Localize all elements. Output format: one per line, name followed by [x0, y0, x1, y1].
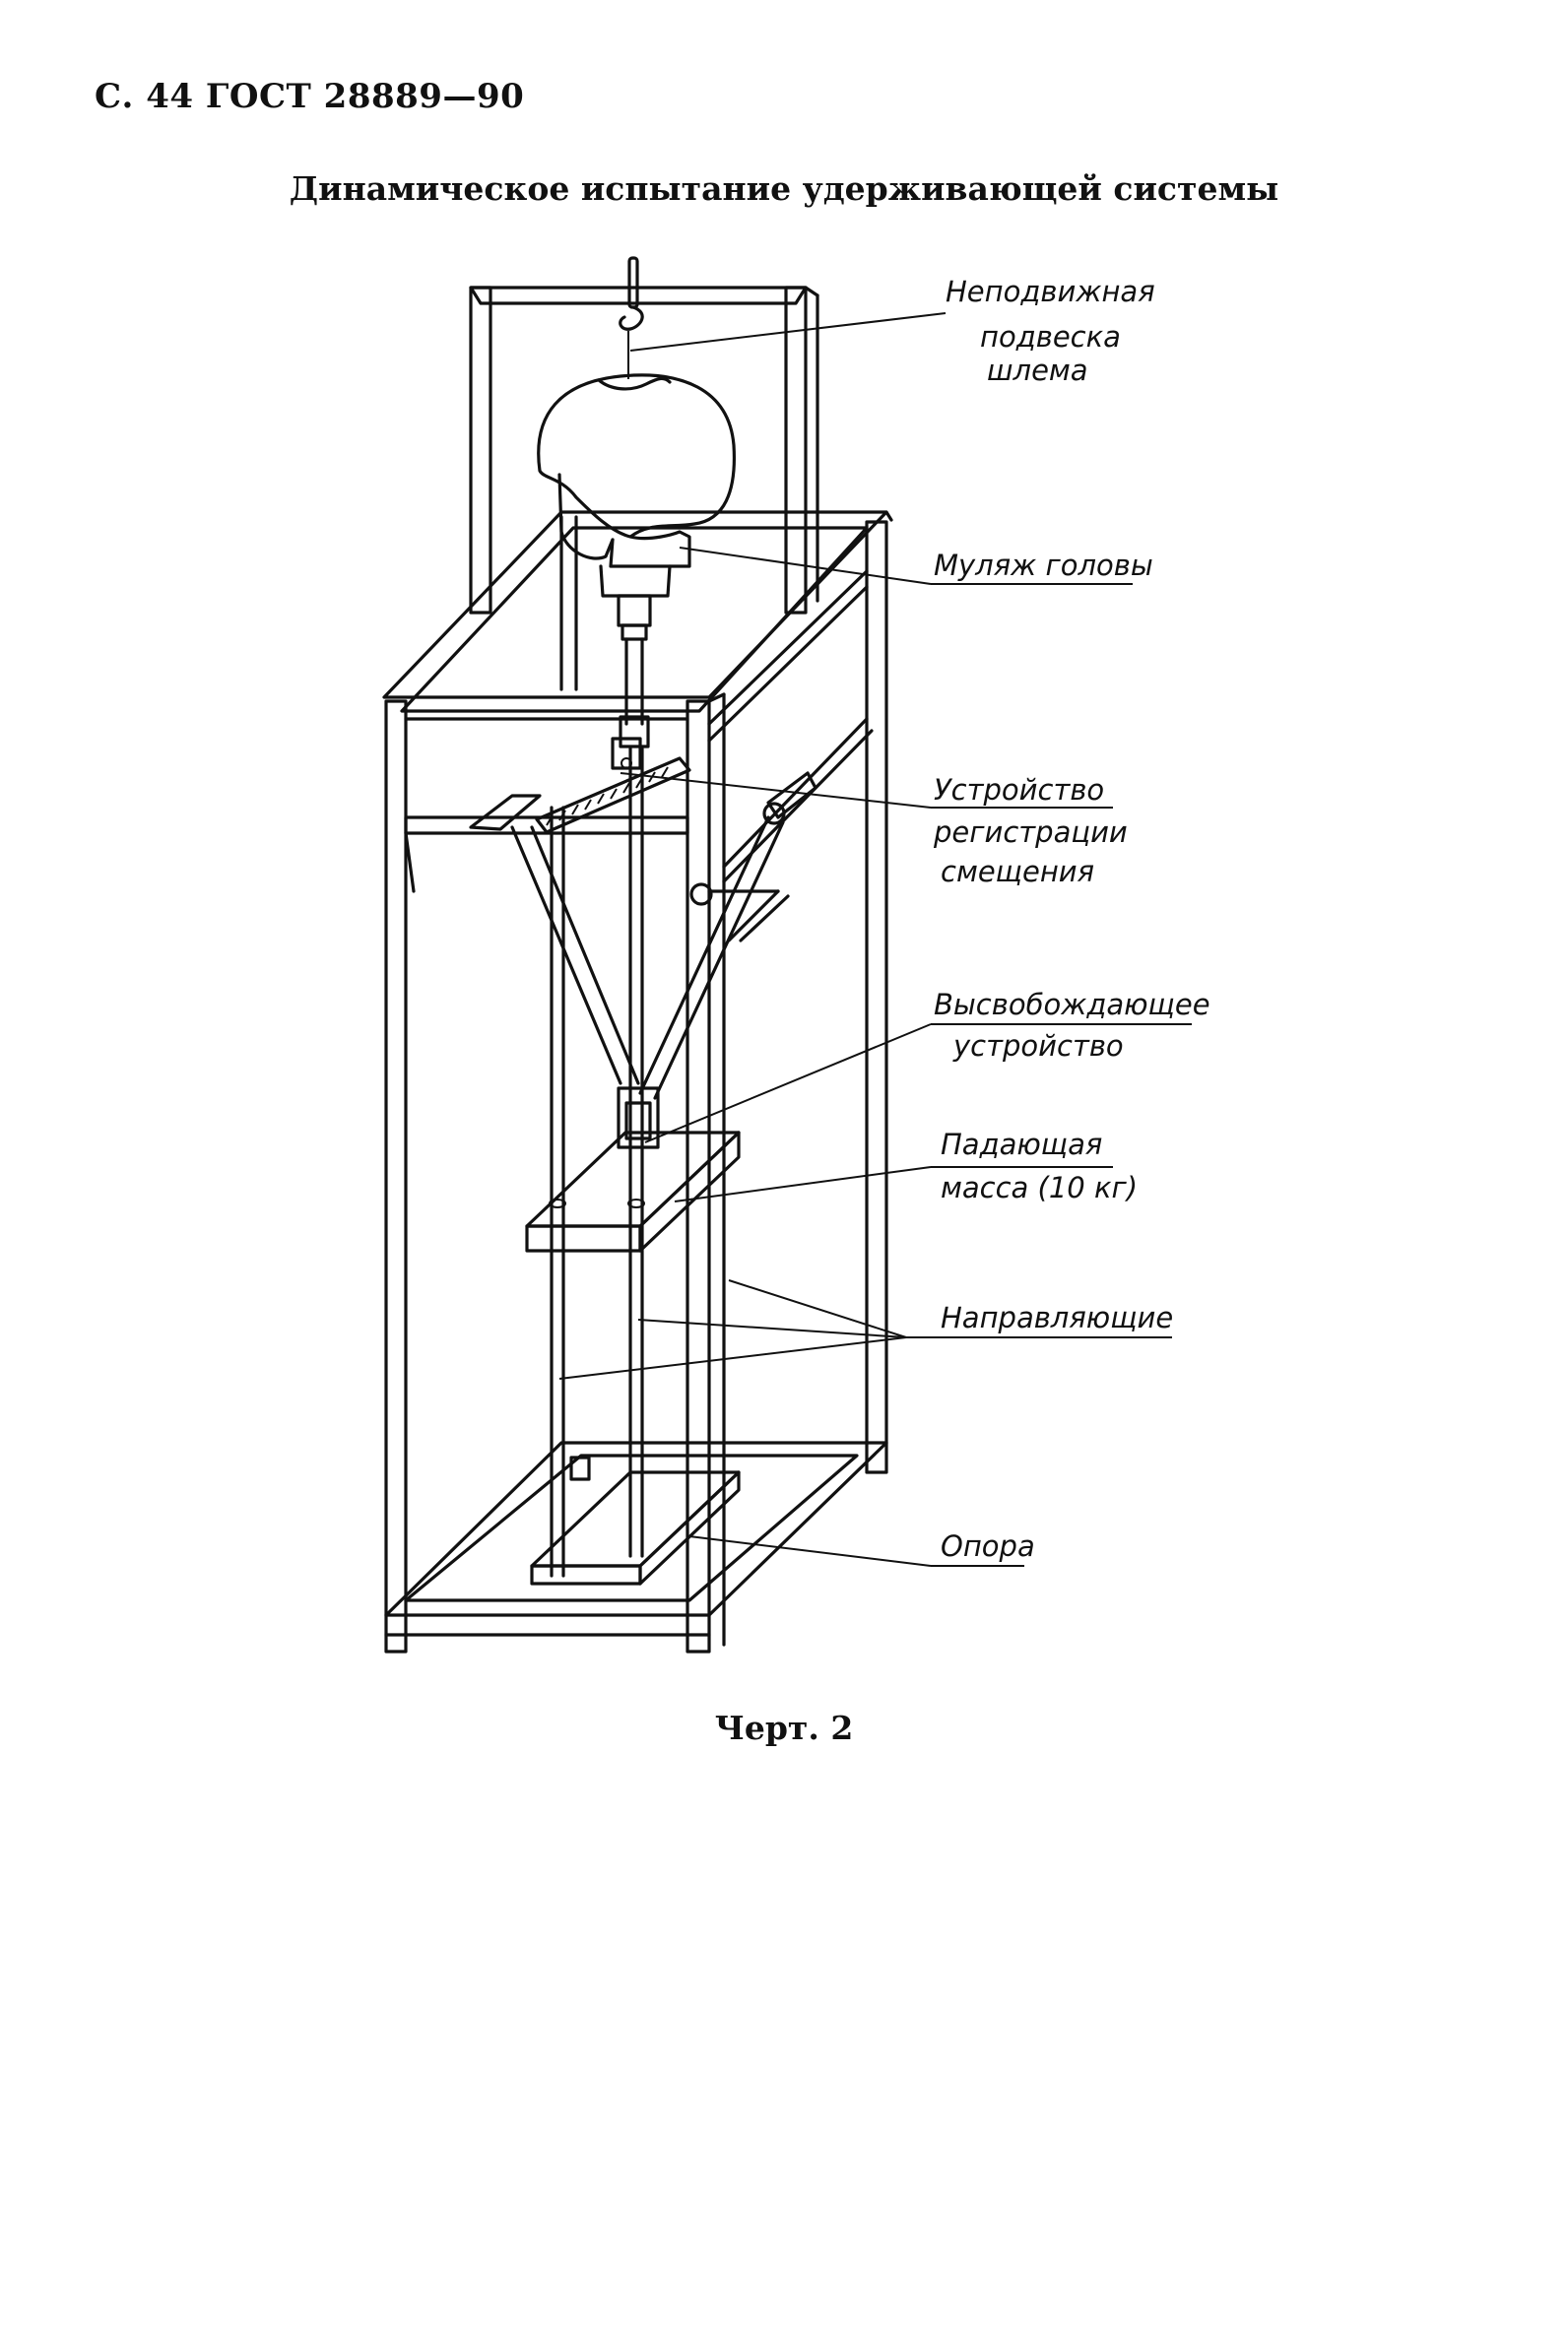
label-support: Опора — [941, 1529, 1035, 1563]
main-frame — [382, 510, 893, 1654]
figure-labels: Неподвижная подвеска шлема Муляж головы … — [933, 275, 1210, 1563]
support — [530, 1456, 741, 1586]
label-falling-mass-1: Падающая — [941, 1128, 1102, 1161]
top-suspension-frame — [469, 256, 819, 615]
label-head-dummy: Муляж головы — [934, 549, 1153, 582]
leader-lines — [558, 312, 1192, 1567]
head-dummy — [537, 373, 737, 748]
figure-caption: Черт. 2 — [714, 1709, 854, 1747]
page-header: С. 44 ГОСТ 28889—90 — [95, 77, 525, 116]
guide-rods — [550, 747, 644, 1578]
label-guides: Направляющие — [941, 1301, 1173, 1334]
label-fixed-suspension-3: шлема — [987, 354, 1088, 387]
label-release-device-2: устройство — [952, 1029, 1124, 1063]
falling-mass — [525, 1131, 741, 1253]
label-falling-mass-2: масса (10 кг) — [941, 1171, 1138, 1204]
label-displacement-recorder-3: смещения — [941, 855, 1094, 888]
label-release-device-1: Высвобождающее — [934, 988, 1210, 1021]
release-device — [510, 717, 874, 1149]
label-displacement-recorder-1: Устройство — [934, 773, 1104, 807]
label-fixed-suspension-2: подвеска — [980, 320, 1121, 354]
label-displacement-recorder-2: регистрации — [933, 815, 1128, 849]
label-fixed-suspension-1: Неподвижная — [946, 275, 1155, 308]
page-title: Динамическое испытание удерживающей сист… — [289, 169, 1279, 208]
